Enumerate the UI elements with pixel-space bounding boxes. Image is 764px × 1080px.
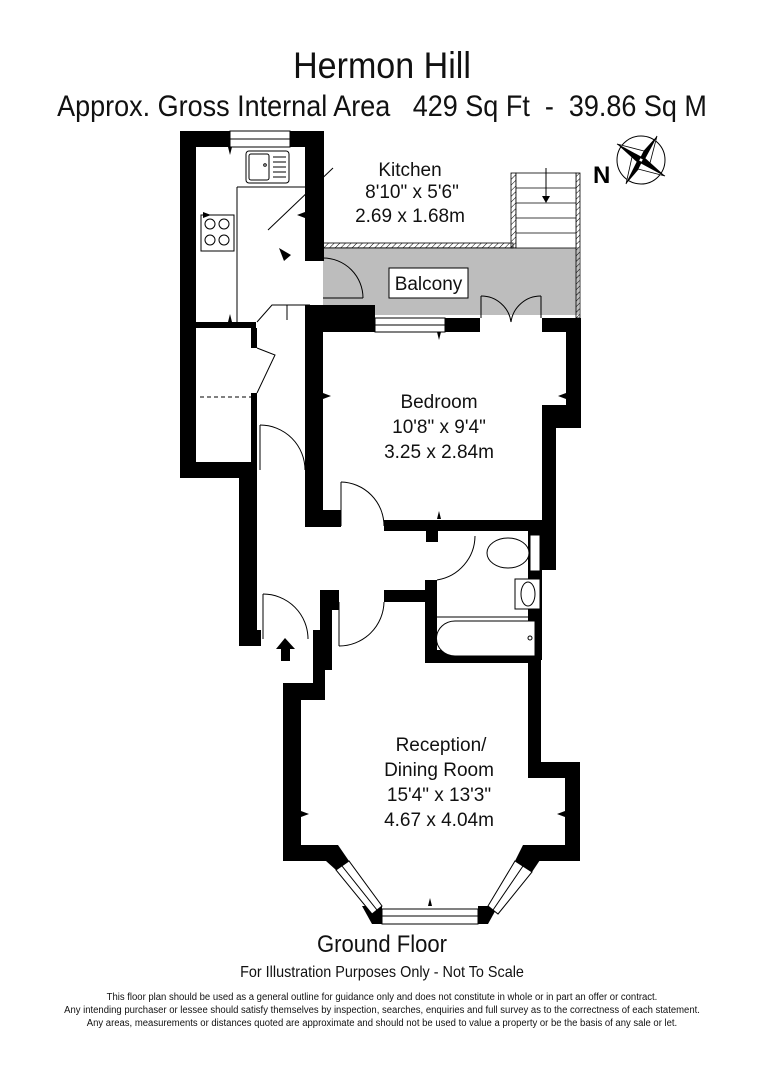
measurement-markers: [203, 147, 566, 906]
bedroom-imperial: 10'8" x 9'4": [392, 417, 486, 438]
gross-internal-area: Approx. Gross Internal Area 429 Sq Ft - …: [57, 90, 707, 123]
bathtub-icon: [436, 620, 536, 657]
staircase: [510, 168, 577, 249]
bathroom-fixtures: [436, 534, 541, 657]
disclaimer-line: Any intending purchaser or lessee should…: [64, 1005, 700, 1016]
balcony: Balcony: [322, 168, 581, 319]
kitchen-imperial: 8'10" x 5'6": [365, 182, 459, 203]
bedroom-metric: 3.25 x 2.84m: [384, 442, 494, 463]
disclaimer: This floor plan should be used as a gene…: [19, 991, 745, 1030]
washbasin-icon: [514, 578, 541, 610]
disclaimer-line: This floor plan should be used as a gene…: [106, 992, 658, 1003]
hob-icon: [200, 214, 235, 252]
illustration-note: For Illustration Purposes Only - Not To …: [240, 964, 524, 981]
reception-metric: 4.67 x 4.04m: [384, 810, 494, 831]
kitchen-metric: 2.69 x 1.68m: [355, 206, 465, 227]
balcony-label: Balcony: [395, 274, 463, 295]
reception-name-line2: Dining Room: [384, 760, 494, 781]
property-title: Hermon Hill: [293, 45, 471, 86]
windows: [229, 130, 533, 925]
doors: [256, 257, 542, 647]
entrance-arrow-icon: [276, 638, 295, 661]
compass-rose-icon: [616, 135, 666, 185]
kitchen-fixtures: [200, 150, 334, 398]
disclaimer-line: Any areas, measurements or distances quo…: [86, 1018, 678, 1029]
compass-north-label: N: [593, 162, 610, 189]
kitchen-name: Kitchen: [378, 160, 441, 181]
floor-name: Ground Floor: [316, 931, 448, 958]
reception-imperial: 15'4" x 13'3": [387, 785, 491, 806]
toilet-icon: [486, 534, 541, 572]
bedroom-name: Bedroom: [400, 392, 477, 413]
reception-name-line1: Reception/: [396, 735, 488, 756]
sink-icon: [245, 150, 290, 184]
